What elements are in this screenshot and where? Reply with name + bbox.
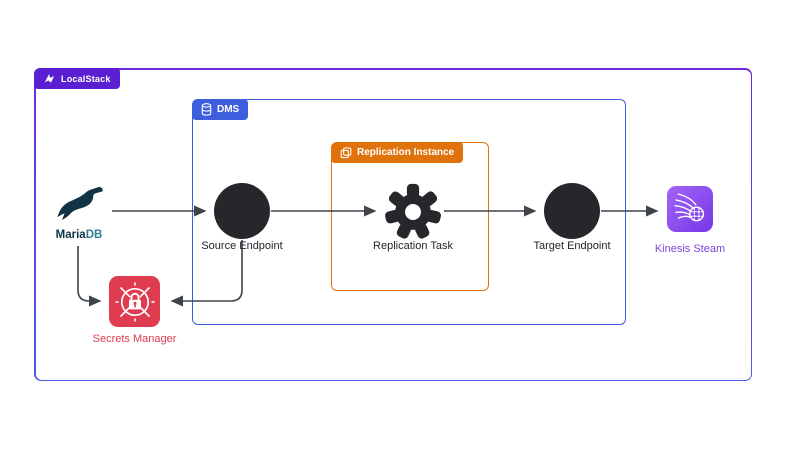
localstack-logo-icon xyxy=(44,74,55,83)
dms-badge: DMS xyxy=(192,99,249,120)
localstack-container xyxy=(34,68,752,381)
mariadb-label-db: DB xyxy=(85,229,103,241)
dms-badge-label: DMS xyxy=(217,104,240,115)
source-endpoint-node xyxy=(214,183,270,239)
kinesis-stream-label: Kinesis Steam xyxy=(654,243,726,255)
source-endpoint-label: Source Endpoint xyxy=(201,240,283,252)
target-endpoint-node xyxy=(544,183,600,239)
replication-task-label: Replication Task xyxy=(373,240,453,252)
localstack-badge: LocalStack xyxy=(34,68,120,89)
target-endpoint-label: Target Endpoint xyxy=(533,240,611,252)
localstack-badge-label: LocalStack xyxy=(61,73,111,84)
replication-instance-badge: Replication Instance xyxy=(331,142,464,163)
secrets-manager-icon xyxy=(109,276,160,327)
dms-container xyxy=(192,99,626,325)
replication-instance-badge-label: Replication Instance xyxy=(357,147,455,158)
copy-icon xyxy=(340,146,352,158)
localstack-container-inner xyxy=(35,69,751,380)
mariadb-seal-icon xyxy=(50,182,108,226)
kinesis-stream-icon xyxy=(667,186,713,232)
mariadb-label: MariaDB xyxy=(42,229,116,241)
replication-task-gear-icon xyxy=(383,182,443,242)
secrets-manager-label: Secrets Manager xyxy=(92,333,177,345)
mariadb-label-maria: Maria xyxy=(55,229,86,241)
database-icon xyxy=(201,103,212,116)
